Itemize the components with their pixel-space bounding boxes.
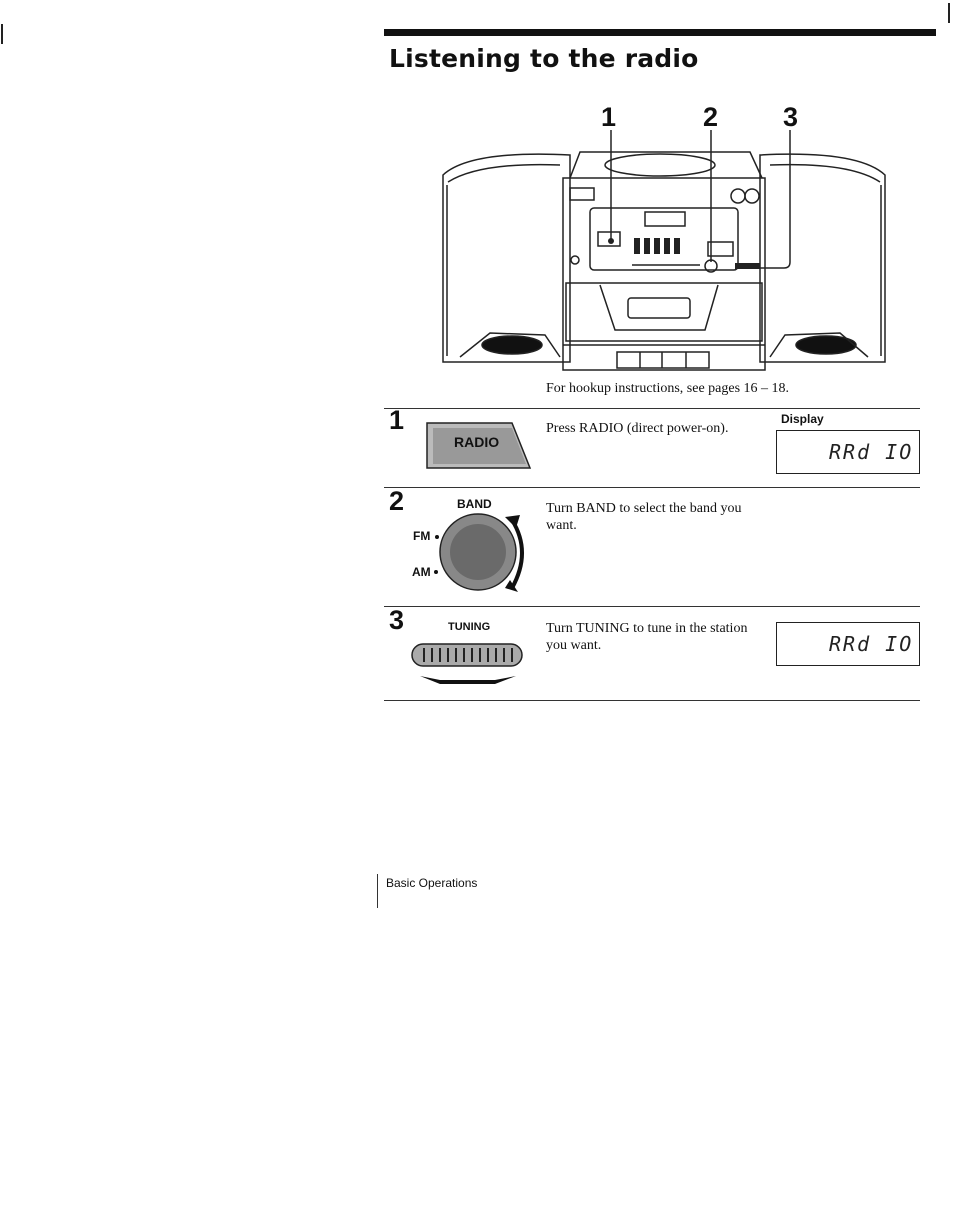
page-edge-mark (1, 24, 3, 44)
display-box: RRd IO (776, 622, 920, 666)
display-box: RRd IO (776, 430, 920, 474)
tuning-dial-illustration (411, 643, 523, 684)
callout-3: 3 (783, 102, 799, 132)
step-number: 3 (389, 605, 405, 635)
page-title: Listening to the radio (389, 44, 699, 73)
header-rule (384, 29, 936, 36)
callout-1: 1 (601, 102, 617, 132)
radio-button-label: RADIO (454, 434, 500, 450)
divider (384, 408, 920, 409)
divider (384, 700, 920, 701)
display-readout: RRd IO (829, 632, 914, 656)
fm-label: FM (413, 529, 431, 543)
band-label: BAND (457, 497, 492, 511)
band-knob-illustration (434, 513, 524, 592)
am-label: AM (412, 565, 431, 579)
callout-2: 2 (703, 102, 719, 132)
display-readout: RRd IO (829, 440, 914, 464)
page-edge-mark (948, 3, 950, 23)
divider (384, 606, 920, 607)
step-instruction: Press RADIO (direct power-on). (546, 421, 729, 436)
step-number: 2 (389, 486, 405, 516)
step-instruction: Turn BAND to select the band you want. (546, 501, 742, 533)
footer-section: Basic Operations (386, 876, 478, 890)
hookup-note: For hookup instructions, see pages 16 – … (546, 381, 790, 396)
step-instruction: Turn TUNING to tune in the station you w… (546, 621, 748, 653)
radio-button-illustration (426, 422, 532, 469)
step-number: 1 (389, 405, 405, 435)
tuning-label: TUNING (448, 621, 491, 633)
display-heading: Display (781, 412, 824, 426)
divider (384, 487, 920, 488)
stereo-illustration (442, 130, 886, 371)
footer-bar (377, 874, 378, 908)
